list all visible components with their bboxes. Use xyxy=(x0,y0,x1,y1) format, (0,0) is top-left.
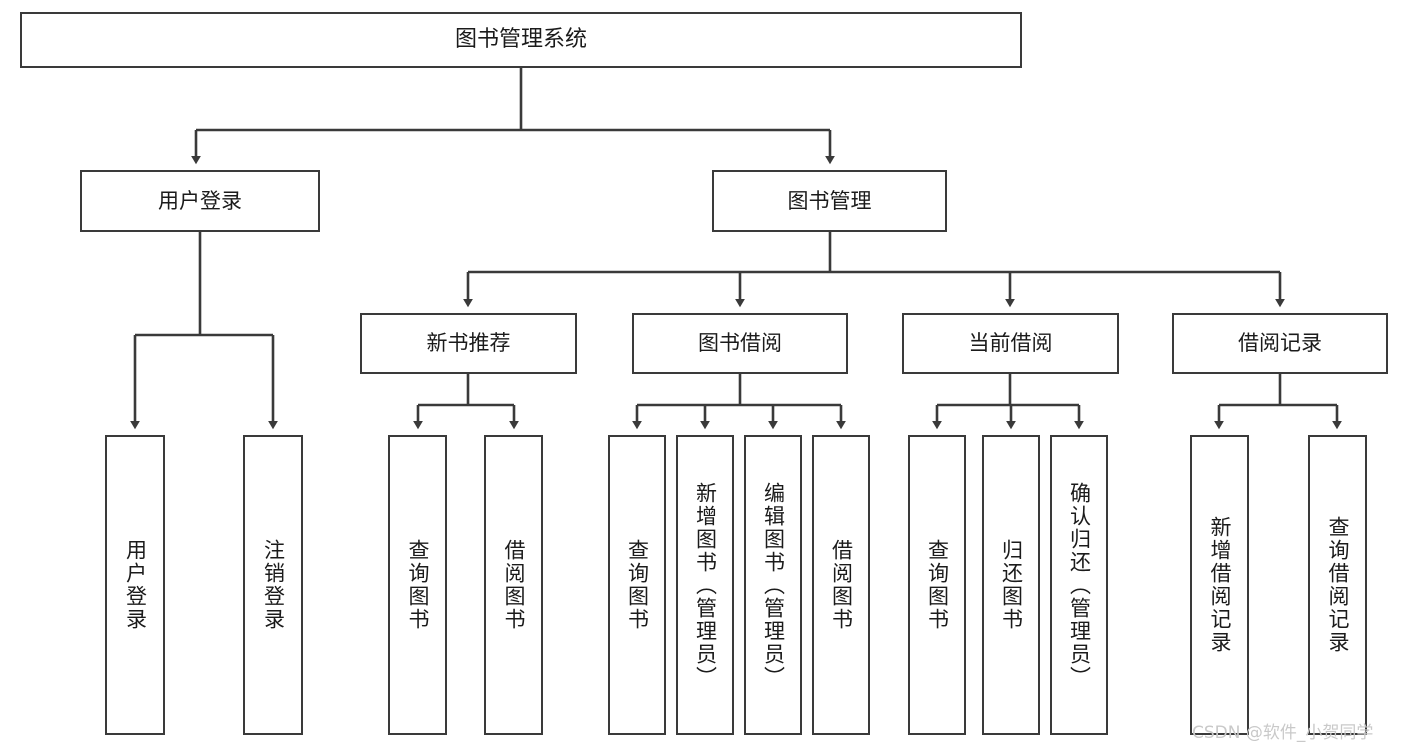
node-cur-query-book[interactable]: 查询图书 xyxy=(908,435,966,735)
node-user-login-label: 用户登录 xyxy=(158,188,242,213)
node-cur-query-book-label: 查询图书 xyxy=(925,539,950,631)
node-user-logout-label: 注销登录 xyxy=(261,539,286,631)
node-book-borrow[interactable]: 图书借阅 xyxy=(632,313,848,374)
node-rec-query-book-label: 查询图书 xyxy=(406,539,430,631)
node-current-borrow[interactable]: 当前借阅 xyxy=(902,313,1119,374)
node-rec-query-record-label: 查询借阅记录 xyxy=(1326,516,1350,654)
node-borrow-record-label: 借阅记录 xyxy=(1238,331,1322,356)
node-book-manage[interactable]: 图书管理 xyxy=(712,170,947,232)
node-cur-return-book-label: 归还图书 xyxy=(999,539,1024,631)
node-rec-query-book[interactable]: 查询图书 xyxy=(388,435,447,735)
node-borrow-edit-book[interactable]: 编辑图书（管理员） xyxy=(744,435,802,735)
node-rec-add-record-label: 新增借阅记录 xyxy=(1208,516,1232,654)
node-borrow-record[interactable]: 借阅记录 xyxy=(1172,313,1388,374)
node-borrow-add-book[interactable]: 新增图书（管理员） xyxy=(676,435,734,735)
node-borrow-add-book-label: 新增图书（管理员） xyxy=(693,481,718,689)
node-current-borrow-label: 当前借阅 xyxy=(968,331,1053,356)
node-user-login-do[interactable]: 用户登录 xyxy=(105,435,165,735)
node-root[interactable]: 图书管理系统 xyxy=(20,12,1022,68)
node-root-label: 图书管理系统 xyxy=(454,27,587,53)
node-cur-confirm-return-label: 确认归还（管理员） xyxy=(1067,481,1092,689)
csdn-watermark: CSDN @软件_小贺同学 xyxy=(1192,723,1374,743)
node-user-login-do-label: 用户登录 xyxy=(123,539,148,631)
node-rec-borrow-book-label: 借阅图书 xyxy=(502,539,526,631)
node-cur-return-book[interactable]: 归还图书 xyxy=(982,435,1040,735)
node-user-logout[interactable]: 注销登录 xyxy=(243,435,303,735)
node-borrow-query-book[interactable]: 查询图书 xyxy=(608,435,666,735)
node-rec-query-record[interactable]: 查询借阅记录 xyxy=(1308,435,1367,735)
node-rec-add-record[interactable]: 新增借阅记录 xyxy=(1190,435,1249,735)
node-new-book-recommend-label: 新书推荐 xyxy=(426,331,511,356)
node-borrow-lend-book[interactable]: 借阅图书 xyxy=(812,435,870,735)
node-borrow-query-book-label: 查询图书 xyxy=(625,539,650,631)
node-user-login[interactable]: 用户登录 xyxy=(80,170,320,232)
node-book-manage-label: 图书管理 xyxy=(787,188,872,213)
node-rec-borrow-book[interactable]: 借阅图书 xyxy=(484,435,543,735)
node-borrow-lend-book-label: 借阅图书 xyxy=(829,539,854,631)
node-borrow-edit-book-label: 编辑图书（管理员） xyxy=(761,481,786,689)
node-new-book-recommend[interactable]: 新书推荐 xyxy=(360,313,577,374)
node-book-borrow-label: 图书借阅 xyxy=(698,331,782,356)
node-cur-confirm-return[interactable]: 确认归还（管理员） xyxy=(1050,435,1108,735)
